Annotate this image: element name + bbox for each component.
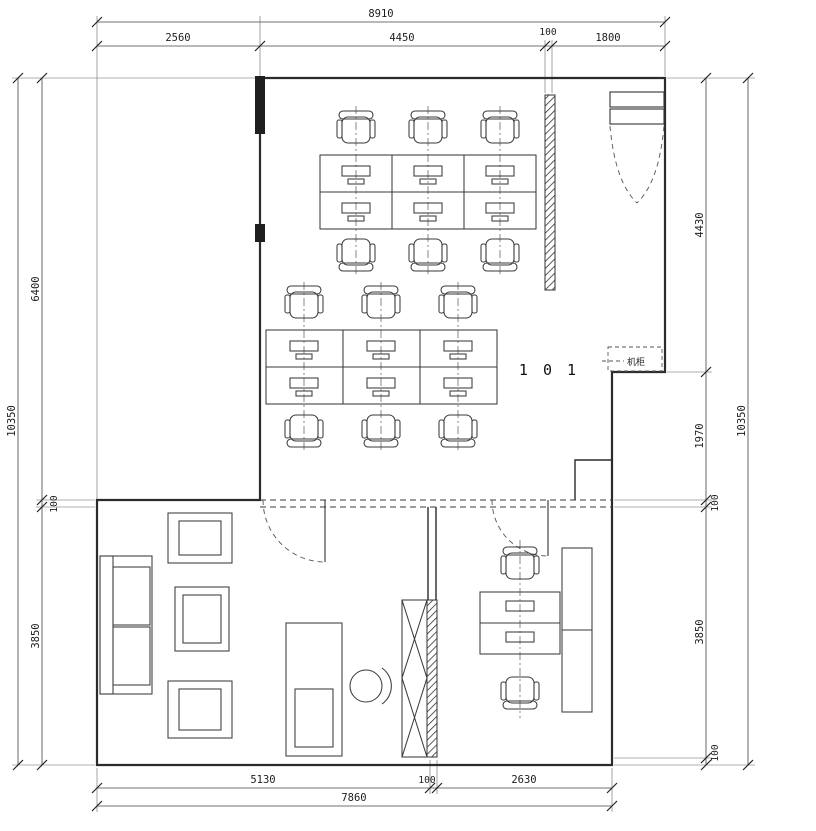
hatched-wall-bottom xyxy=(426,599,438,758)
dim-right-overall-label: 10350 xyxy=(736,405,748,437)
interior-divider-wall xyxy=(260,499,612,563)
dim-top-overall-label: 8910 xyxy=(368,8,393,20)
server-cabinet-niche: 机柜 xyxy=(602,346,663,372)
dim-top-2-label: 4450 xyxy=(389,32,414,44)
dim-left-overall-label: 10350 xyxy=(6,405,18,437)
dim-right-5-label: 100 xyxy=(710,744,721,761)
coffee-table xyxy=(174,586,230,652)
reception-desk xyxy=(285,622,343,757)
extension-lines xyxy=(12,16,755,812)
dimension-chain-left: 10350 6400 100 3850 xyxy=(6,72,60,771)
server-cabinet-label: 机柜 xyxy=(627,356,645,368)
wall-notch xyxy=(574,459,612,500)
dim-right-2-label: 1970 xyxy=(694,423,706,448)
armchair xyxy=(167,512,233,564)
armchair xyxy=(167,680,233,739)
dim-left-2-label: 100 xyxy=(49,495,60,512)
door-right xyxy=(491,499,549,557)
dim-bottom-1-label: 5130 xyxy=(250,774,275,786)
dim-bottom-2-label: 100 xyxy=(418,775,435,786)
desk-cluster-middle xyxy=(265,282,498,452)
dim-top-1-label: 2560 xyxy=(165,32,190,44)
shaft-x-box xyxy=(401,599,428,758)
room-number-label: 1 0 1 xyxy=(519,361,579,379)
dimension-chain-right: 4430 1970 100 3850 100 10350 xyxy=(694,72,754,771)
swivel-chair-icon xyxy=(349,667,392,705)
dim-right-1-label: 4430 xyxy=(694,212,706,237)
dim-bottom-overall-label: 7860 xyxy=(341,792,366,804)
desk-cluster-top xyxy=(319,106,537,276)
door-left xyxy=(262,499,326,563)
dim-right-4-label: 3850 xyxy=(694,619,706,644)
wall-pier xyxy=(255,76,265,134)
dim-bottom-3-label: 2630 xyxy=(511,774,536,786)
dim-right-3-label: 100 xyxy=(710,494,721,511)
storage-cabinet xyxy=(561,547,593,713)
lounge-area xyxy=(99,512,392,757)
dim-top-4-label: 1800 xyxy=(595,32,620,44)
entrance-double-door xyxy=(609,91,665,204)
dimension-chain-top: 8910 2560 4450 100 1800 xyxy=(91,8,671,52)
hatched-wall-top xyxy=(544,94,556,291)
office-lower-right xyxy=(479,540,593,718)
dim-left-3-label: 3850 xyxy=(30,623,42,648)
lower-partition-wall xyxy=(401,507,438,758)
dimension-chain-bottom: 5130 100 2630 7860 xyxy=(91,774,618,812)
sofa xyxy=(99,555,153,695)
outer-walls xyxy=(95,76,667,767)
dim-top-3-label: 100 xyxy=(539,27,556,38)
wall-pier xyxy=(255,224,265,242)
dim-left-1-label: 6400 xyxy=(30,276,42,301)
